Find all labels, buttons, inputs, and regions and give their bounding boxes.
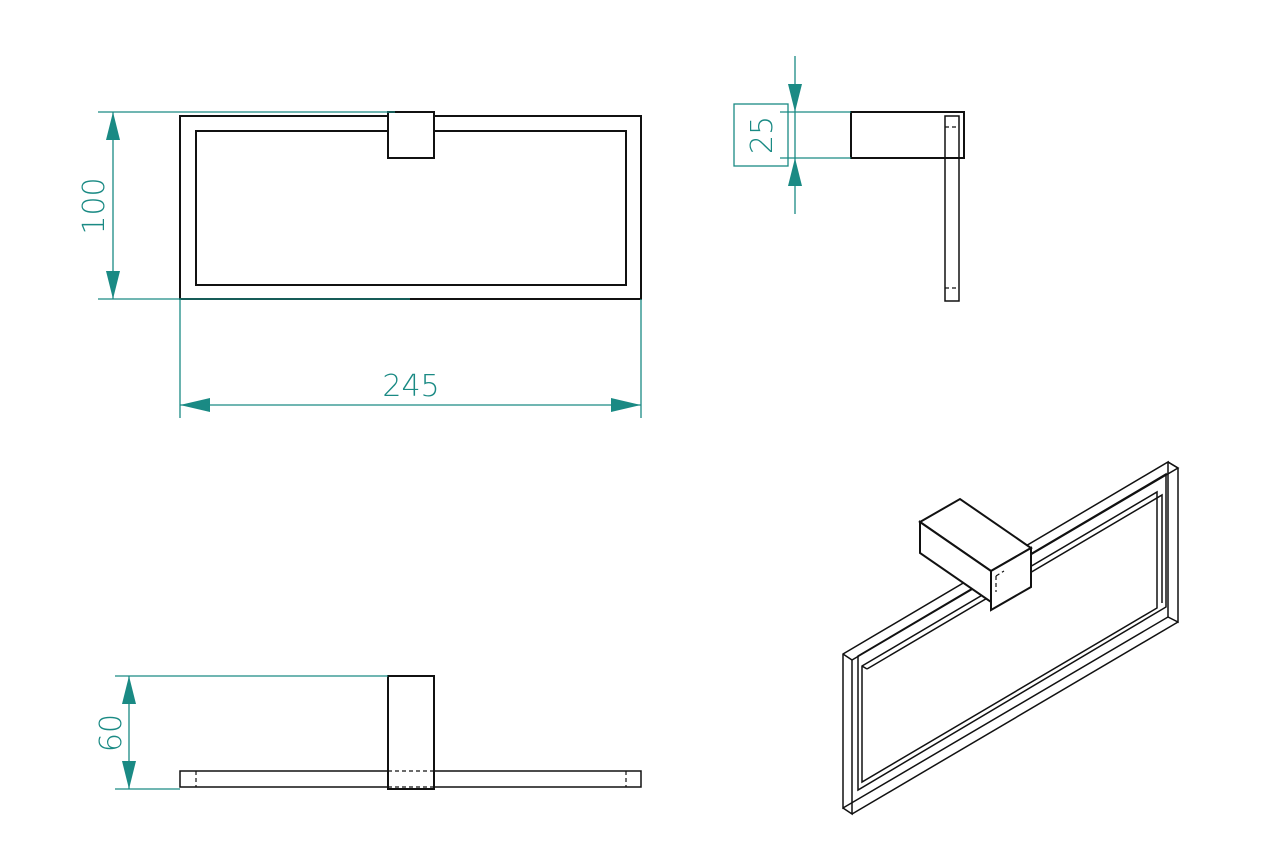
arrow-up: [106, 112, 120, 140]
dimension-label-25: 25: [745, 116, 780, 154]
iso-ring-right-thickness: [1167, 461, 1179, 624]
arrow-up: [122, 676, 136, 704]
dimension-width-245: 245: [179, 299, 642, 418]
arrow-down: [122, 761, 136, 789]
dimension-label-245: 245: [382, 369, 439, 404]
iso-block-front-face: [990, 546, 1032, 612]
arrow-right: [611, 398, 641, 412]
side-ring-profile: [944, 115, 960, 302]
iso-ring-left-thickness: [842, 660, 853, 816]
iso-ring-front-inner-edge: [857, 472, 1167, 792]
arrow-up-into: [788, 158, 802, 186]
iso-ring-inner-depth: [866, 493, 1163, 670]
dimension-label-60: 60: [94, 714, 129, 752]
arrow-down: [106, 271, 120, 299]
iso-ring-inner-corner: [861, 665, 868, 670]
dimension-label-box: [733, 103, 789, 167]
side-view: [850, 111, 965, 302]
bottom-wall-mount-block: [387, 675, 435, 790]
dimension-height-100: 100: [77, 111, 410, 300]
bottom-view: [179, 675, 642, 790]
dimension-label-100: 100: [77, 177, 112, 234]
iso-ring-inner-opening: [861, 490, 1158, 784]
front-view: [179, 111, 642, 300]
arrow-down-into: [788, 84, 802, 112]
isometric-view: [842, 460, 1180, 816]
iso-ring-bottom-edge: [851, 621, 1179, 815]
iso-block-hidden-edge: [995, 570, 1005, 577]
arrow-left: [180, 398, 210, 412]
dimension-depth-25: 25: [733, 56, 851, 214]
dimension-height-60: 60: [94, 675, 388, 790]
front-wall-mount-block: [387, 111, 435, 159]
side-wall-mount-block: [850, 111, 965, 159]
